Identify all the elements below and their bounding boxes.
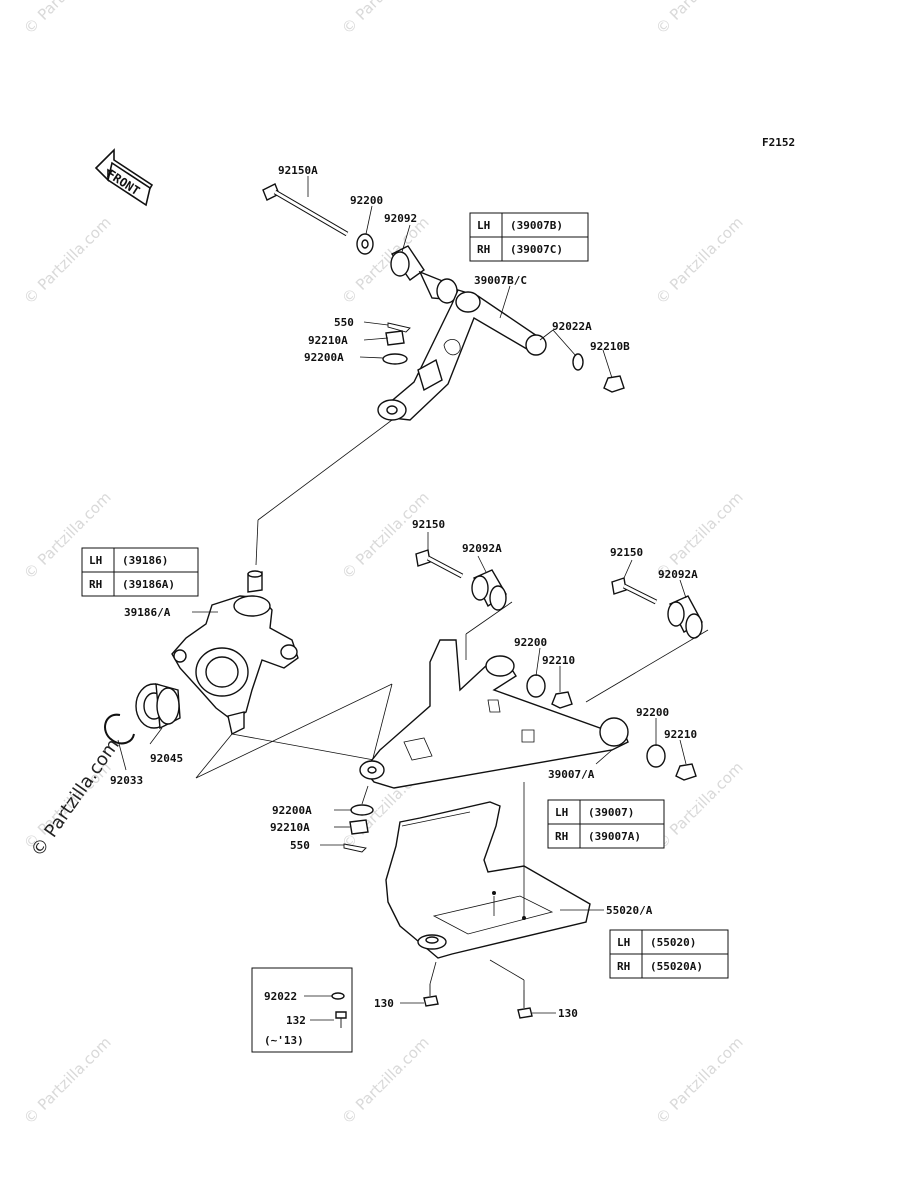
label-39007bc: 39007B/C bbox=[474, 274, 527, 287]
table-guard-side-0: LH bbox=[617, 936, 630, 949]
table-upper-arm-side-1: RH bbox=[477, 243, 490, 256]
bolt-130-left bbox=[423, 984, 439, 1007]
label-92022: 92022 bbox=[264, 990, 297, 1003]
table-guard-part-0: (55020) bbox=[650, 936, 696, 949]
skid-plate-55020a bbox=[385, 801, 591, 959]
bolt-130-right bbox=[517, 990, 533, 1019]
table-lower-arm-part-0: (39007) bbox=[588, 806, 634, 819]
washer-92200a-top bbox=[382, 353, 408, 365]
bolt-132 bbox=[335, 1011, 347, 1028]
label-92150a: 92150A bbox=[278, 164, 318, 177]
label-92200a-bot: 92200A bbox=[272, 804, 312, 817]
bolt-92150a bbox=[262, 183, 349, 237]
knuckle-group bbox=[104, 570, 299, 745]
leader-lines-knuckle bbox=[117, 611, 393, 779]
lower-a-arm bbox=[359, 639, 629, 789]
label-92033: 92033 bbox=[110, 774, 143, 787]
watermark: © Partzilla.com bbox=[652, 1033, 747, 1128]
label-550-bot: 550 bbox=[290, 839, 310, 852]
watermark: © Partzilla.com bbox=[20, 213, 115, 308]
nut-92210b bbox=[603, 375, 625, 393]
watermark: © Partzilla.com bbox=[652, 213, 747, 308]
label-132: 132 bbox=[286, 1014, 306, 1027]
label-92150-mid: 92150 bbox=[412, 518, 445, 531]
label-92210-mid: 92210 bbox=[542, 654, 575, 667]
table-lower-arm-side-0: LH bbox=[555, 806, 568, 819]
watermark: © Partzilla.com bbox=[338, 0, 433, 38]
table-knuckle-part-0: (39186) bbox=[122, 554, 168, 567]
table-guard-part-1: (55020A) bbox=[650, 960, 703, 973]
washer-92200a-bot bbox=[350, 804, 374, 816]
bushing-92092a-mid bbox=[471, 569, 507, 611]
label-550-top: 550 bbox=[334, 316, 354, 329]
label-92210-right: 92210 bbox=[664, 728, 697, 741]
label-92045: 92045 bbox=[150, 752, 183, 765]
figure-code: F2152 bbox=[762, 136, 795, 149]
watermark: © Partzilla.com bbox=[652, 758, 747, 853]
label-92092a-mid: 92092A bbox=[462, 542, 502, 555]
front-arrow-icon: FRONT bbox=[94, 148, 154, 207]
bearing-92045 bbox=[135, 683, 181, 730]
label-92200a-top: 92200A bbox=[304, 351, 344, 364]
label-note-13: (~'13) bbox=[264, 1034, 304, 1047]
table-upper-arm-side-0: LH bbox=[477, 219, 490, 232]
table-lower-arm: LH (39007) RH (39007A) bbox=[547, 799, 665, 849]
watermark: © Partzilla.com bbox=[20, 1033, 115, 1128]
table-lower-arm-side-1: RH bbox=[555, 830, 568, 843]
nut-92210-right bbox=[675, 763, 697, 781]
bolt-92150-right bbox=[611, 577, 658, 605]
inset-box: 92022 132 (~'13) bbox=[251, 967, 353, 1053]
side-watermark: © Partzilla.com bbox=[27, 735, 124, 861]
table-lower-arm-part-1: (39007A) bbox=[588, 830, 641, 843]
part-labels: 92150A 92200 92092 39007B/C 550 92210A 9… bbox=[110, 164, 698, 1020]
table-knuckle-side-1: RH bbox=[89, 578, 102, 591]
castle-nut-92210a-bot bbox=[349, 819, 369, 835]
bushing-92092a-right bbox=[667, 595, 703, 639]
label-92200-mid: 92200 bbox=[514, 636, 547, 649]
table-upper-arm-part-1: (39007C) bbox=[510, 243, 563, 256]
label-92210b: 92210B bbox=[590, 340, 630, 353]
watermark: © Partzilla.com bbox=[338, 488, 433, 583]
label-130-right: 130 bbox=[558, 1007, 578, 1020]
label-39186a: 39186/A bbox=[124, 606, 171, 619]
label-130-left: 130 bbox=[374, 997, 394, 1010]
label-92200-right: 92200 bbox=[636, 706, 669, 719]
leader-lines-lower bbox=[320, 532, 709, 846]
label-92210a-bot: 92210A bbox=[270, 821, 310, 834]
label-92092a-right: 92092A bbox=[658, 568, 698, 581]
label-55020a: 55020/A bbox=[606, 904, 653, 917]
cotter-pin-550-top bbox=[387, 322, 411, 333]
table-knuckle-side-0: LH bbox=[89, 554, 102, 567]
label-92022a: 92022A bbox=[552, 320, 592, 333]
label-92210a-top: 92210A bbox=[308, 334, 348, 347]
table-upper-arm-part-0: (39007B) bbox=[510, 219, 563, 232]
washer-92200-mid bbox=[526, 674, 546, 698]
table-knuckle: LH (39186) RH (39186A) bbox=[81, 547, 199, 597]
watermark: © Partzilla.com bbox=[652, 0, 747, 38]
table-guard-side-1: RH bbox=[617, 960, 630, 973]
washer-92200-right bbox=[646, 744, 666, 768]
table-upper-arm: LH (39007B) RH (39007C) bbox=[469, 212, 589, 262]
cotter-pin-550-bot bbox=[343, 843, 367, 853]
lower-arm-group bbox=[343, 549, 703, 853]
label-92092: 92092 bbox=[384, 212, 417, 225]
nut-92210-mid bbox=[551, 691, 573, 709]
label-92150-right: 92150 bbox=[610, 546, 643, 559]
leader-lines-skid bbox=[400, 782, 604, 1014]
upper-arm-group bbox=[262, 183, 625, 421]
upper-a-arm bbox=[377, 289, 547, 421]
leader-lines-upper bbox=[255, 176, 613, 566]
table-guard: LH (55020) RH (55020A) bbox=[609, 929, 729, 979]
bolt-92150-mid bbox=[415, 549, 464, 579]
label-92200-top: 92200 bbox=[350, 194, 383, 207]
circlip-92033 bbox=[104, 713, 135, 745]
table-knuckle-part-1: (39186A) bbox=[122, 578, 175, 591]
label-39007a: 39007/A bbox=[548, 768, 595, 781]
bushing-92092 bbox=[390, 245, 458, 304]
washer-92022 bbox=[331, 992, 345, 1000]
castle-nut-92210a-top bbox=[385, 330, 405, 346]
washer-92022a bbox=[572, 353, 584, 371]
watermark: © Partzilla.com bbox=[20, 0, 115, 38]
